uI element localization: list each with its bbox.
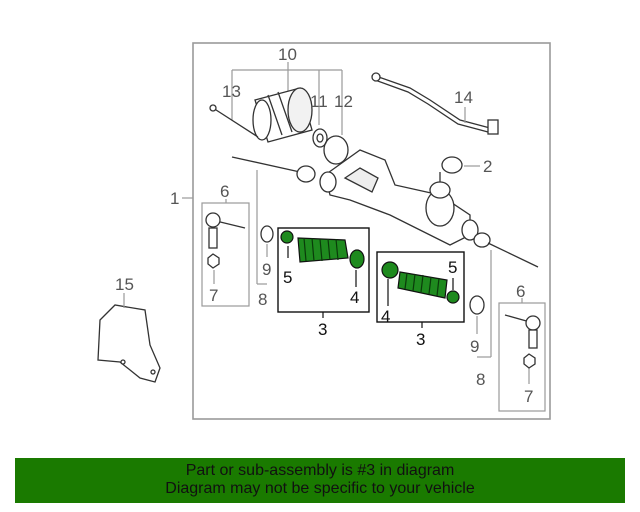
callout-6-left: 6 bbox=[220, 182, 229, 201]
callout-lines-right bbox=[476, 250, 530, 384]
callout-5-right: 5 bbox=[448, 258, 457, 277]
callout-8-right: 8 bbox=[476, 370, 485, 389]
splash-shield bbox=[97, 304, 161, 383]
o-ring bbox=[323, 135, 349, 165]
callout-6-right: 6 bbox=[516, 282, 525, 301]
callout-9-right: 9 bbox=[470, 337, 479, 356]
info-banner: Part or sub-assembly is #3 in diagram Di… bbox=[15, 458, 625, 503]
outer-tie-rod-end-left bbox=[205, 212, 246, 249]
boot-kit-right-leaders bbox=[387, 278, 454, 328]
bearing bbox=[312, 128, 328, 148]
assembly-frame bbox=[192, 42, 551, 420]
callout-3-left: 3 bbox=[318, 320, 327, 339]
jam-nut-right bbox=[469, 295, 485, 315]
callout-7-left: 7 bbox=[209, 286, 218, 305]
callout-15: 15 bbox=[115, 275, 134, 294]
callout-3-right: 3 bbox=[416, 330, 425, 349]
boot-kit-box-right bbox=[376, 251, 465, 323]
callout-4-right: 4 bbox=[381, 307, 390, 326]
callout-5-left: 5 bbox=[283, 268, 292, 287]
callout-10: 10 bbox=[278, 45, 297, 64]
callout-9-left: 9 bbox=[262, 260, 271, 279]
boot-kit-right bbox=[381, 261, 460, 304]
fluid-line bbox=[371, 72, 499, 135]
callout-13: 13 bbox=[222, 82, 241, 101]
callout-10-bracket bbox=[231, 62, 343, 135]
tie-rod-end-box-right bbox=[498, 302, 546, 412]
inner-tie-rod-left bbox=[231, 156, 316, 183]
callout-11: 11 bbox=[310, 92, 328, 111]
outer-tie-rod-end-right bbox=[504, 314, 541, 349]
callout-4-left: 4 bbox=[350, 288, 359, 307]
boot-kit-left-leaders bbox=[287, 246, 357, 318]
boot-kit-left bbox=[280, 230, 365, 269]
motor-bolt bbox=[209, 104, 259, 138]
rack-and-pinion-housing bbox=[319, 149, 479, 246]
callout-lines-left bbox=[213, 170, 268, 285]
tie-rod-nut-right bbox=[523, 353, 536, 369]
inner-tie-rod-right bbox=[473, 232, 539, 268]
banner-line-2: Diagram may not be specific to your vehi… bbox=[165, 480, 475, 497]
callout-14: 14 bbox=[454, 88, 473, 107]
pinion-cap bbox=[441, 156, 463, 174]
jam-nut-left bbox=[260, 225, 274, 243]
callout-8-left: 8 bbox=[258, 290, 267, 309]
banner-line-1: Part or sub-assembly is #3 in diagram bbox=[185, 462, 455, 479]
callout-2: 2 bbox=[483, 157, 492, 176]
callout-7-right: 7 bbox=[524, 387, 533, 406]
electric-motor-housing bbox=[252, 87, 313, 143]
callout-12: 12 bbox=[334, 92, 353, 111]
tie-rod-nut-left bbox=[207, 253, 220, 269]
callout-1: 1 bbox=[170, 189, 179, 208]
